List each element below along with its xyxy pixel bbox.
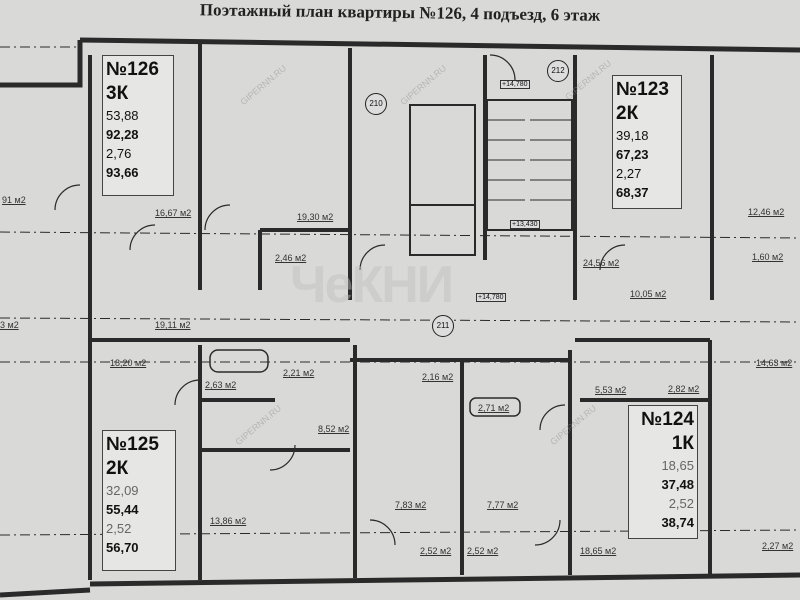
apartment-125-label: №125 2К 32,09 55,44 2,52 56,70 <box>102 430 176 571</box>
apartment-rooms: 1К <box>671 433 694 454</box>
apartment-number: №123 <box>616 79 669 100</box>
apartment-rooms: 2К <box>616 103 639 124</box>
interior-walls <box>88 42 714 580</box>
apartment-123-label: №123 2К 39,18 67,23 2,27 68,37 <box>612 75 682 209</box>
total-area: 37,48 <box>661 477 694 492</box>
room-area: 12,46 м2 <box>748 207 785 217</box>
room-area: 1,60 м2 <box>752 252 784 262</box>
room-area: 7,83 м2 <box>395 500 427 510</box>
room-area: 14,63 м2 <box>756 358 793 368</box>
level-mark: +13,430 <box>510 220 540 229</box>
level-mark: +14,780 <box>476 293 506 302</box>
bathtub-icon <box>469 397 521 417</box>
living-area: 18,65 <box>661 458 694 473</box>
apartment-rooms: 3К <box>106 83 129 104</box>
room-area: 7,77 м2 <box>487 500 519 510</box>
room-area: 2,82 м2 <box>668 384 700 394</box>
total-area: 92,28 <box>106 127 139 142</box>
total-area-with-balcony: 68,37 <box>616 185 649 200</box>
total-area-with-balcony: 56,70 <box>106 540 139 555</box>
room-area: 2,27 м2 <box>762 541 794 551</box>
living-area: 32,09 <box>106 483 139 498</box>
apartment-number: №124 <box>641 409 694 430</box>
axis-marker: 211 <box>432 315 454 337</box>
room-area: 2,52 м2 <box>420 546 452 556</box>
room-area: 24,56 м2 <box>583 258 620 268</box>
room-area: 10,05 м2 <box>630 289 667 299</box>
total-area-with-balcony: 93,66 <box>106 165 139 180</box>
door-swings <box>54 54 626 546</box>
axis-marker: 212 <box>547 60 569 82</box>
apartment-number: №126 <box>106 59 159 80</box>
axis-marker: 210 <box>365 93 387 115</box>
bathtub-icon <box>209 349 269 373</box>
living-area: 39,18 <box>616 128 649 143</box>
room-area: 13,86 м2 <box>210 516 247 526</box>
apartment-126-label: №126 3К 53,88 92,28 2,76 93,66 <box>102 55 174 196</box>
room-area: 2,46 м2 <box>275 253 307 263</box>
balcony-area: 2,27 <box>616 166 642 181</box>
room-area: 18,20 м2 <box>110 358 147 368</box>
apartment-rooms: 2К <box>106 458 129 479</box>
stair-elevator <box>409 99 573 256</box>
room-area: 2,21 м2 <box>283 368 315 378</box>
room-area: 2,52 м2 <box>467 546 499 556</box>
balcony-area: 2,76 <box>106 146 132 161</box>
logo-watermark: ЧеКНИ <box>290 256 454 314</box>
balcony-area: 2,52 <box>668 496 694 511</box>
apartment-number: №125 <box>106 434 159 455</box>
level-mark: +14,780 <box>500 80 530 89</box>
room-area: 18,65 м2 <box>580 546 617 556</box>
room-area: 16,67 м2 <box>155 208 192 218</box>
room-area: 5,53 м2 <box>595 385 627 395</box>
total-area: 55,44 <box>106 502 139 517</box>
room-area: 91 м2 <box>2 195 26 205</box>
room-area: 19,11 м2 <box>155 320 191 330</box>
total-area-with-balcony: 38,74 <box>661 515 694 530</box>
living-area: 53,88 <box>106 108 139 123</box>
room-area: 3 м2 <box>0 320 19 330</box>
total-area: 67,23 <box>616 147 649 162</box>
balcony-area: 2,52 <box>106 521 132 536</box>
apartment-124-label: №124 1К 18,65 37,48 2,52 38,74 <box>628 405 698 539</box>
room-area: 2,63 м2 <box>205 380 237 390</box>
room-area: 19,30 м2 <box>297 212 334 222</box>
room-area: 2,16 м2 <box>422 372 454 382</box>
outer-walls <box>0 37 800 598</box>
room-area: 2,71 м2 <box>478 403 510 413</box>
room-area: 8,52 м2 <box>318 424 350 434</box>
